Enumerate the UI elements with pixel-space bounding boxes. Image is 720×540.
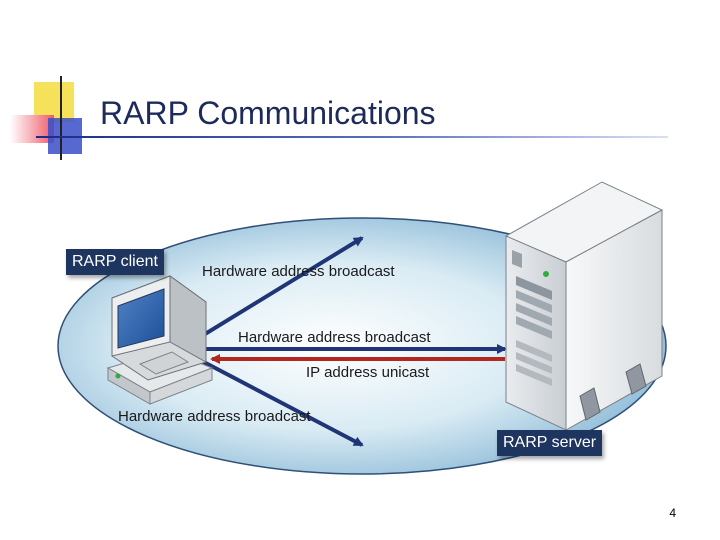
broadcast-arrow-upper [190,236,364,344]
decor-red-square [10,115,54,143]
server-label: RARP server [497,430,603,456]
arrow-label-unicast-to-client: IP address unicast [306,364,430,381]
title-divider [36,136,668,138]
decor-vertical-line [60,76,62,160]
arrow-label-broadcast-upper: Hardware address broadcast [202,263,395,280]
arrow-label-broadcast-lower: Hardware address broadcast [118,408,311,425]
broadcast-arrow-lower [199,358,364,447]
client-computer [106,275,214,405]
page-title: RARP Communications [100,95,436,131]
client-label: RARP client [66,249,164,275]
slide-number: 4 [669,506,676,520]
arrow-label-broadcast-to-server: Hardware address broadcast [238,329,431,346]
server-tower [504,181,664,431]
